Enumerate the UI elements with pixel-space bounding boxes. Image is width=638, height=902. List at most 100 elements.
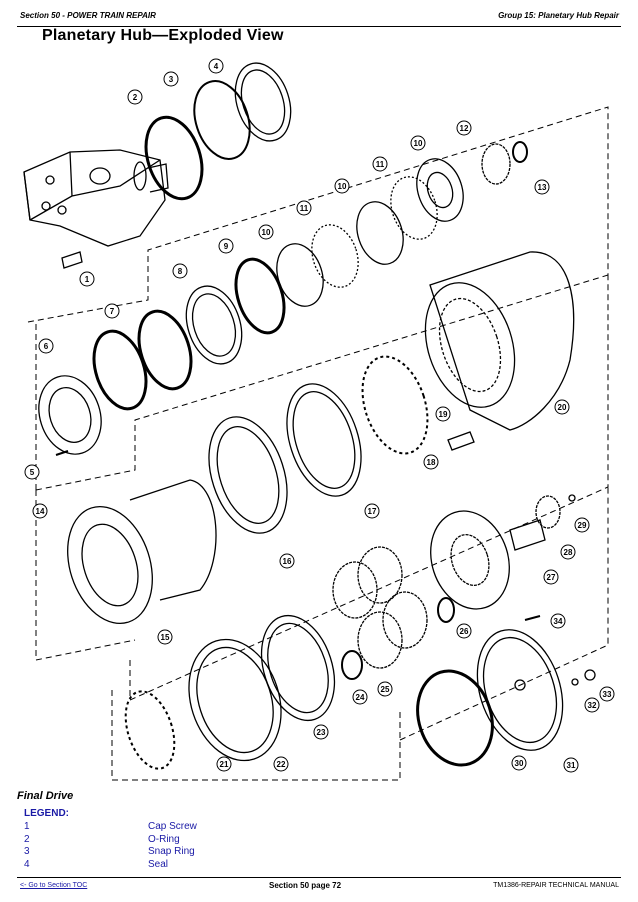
ring-23 <box>260 614 336 722</box>
callout: 4 <box>208 58 224 74</box>
screw-19 <box>447 431 475 451</box>
svg-text:21: 21 <box>220 760 229 769</box>
callout: 24 <box>352 689 368 705</box>
callout: 31 <box>563 757 579 773</box>
legend-number: 4 <box>24 858 30 870</box>
seal-4-inner <box>240 69 286 135</box>
o-ring-7b <box>137 309 193 391</box>
svg-text:5: 5 <box>30 468 35 477</box>
callout: 8 <box>172 263 188 279</box>
svg-text:2: 2 <box>133 93 138 102</box>
bearing-21 <box>124 690 176 770</box>
page-header: Section 50 - POWER TRAIN REPAIR Group 15… <box>17 8 621 27</box>
callout: 1 <box>79 271 95 287</box>
legend-description: O-Ring <box>148 833 180 845</box>
svg-text:33: 33 <box>603 690 612 699</box>
plug-33 <box>584 669 596 681</box>
callout: 6 <box>38 338 54 354</box>
callout: 20 <box>554 399 570 415</box>
o-ring-7a <box>92 329 148 411</box>
washer-32 <box>571 678 579 686</box>
manual-title: TM1386-REPAIR TECHNICAL MANUAL <box>493 882 619 889</box>
svg-text:32: 32 <box>588 701 597 710</box>
svg-text:24: 24 <box>356 693 365 702</box>
legend-description: Seal <box>148 858 169 870</box>
spindle-15 <box>67 505 153 625</box>
legend-item: 4 Seal <box>24 859 324 872</box>
callout: 33 <box>599 686 615 702</box>
callout: 17 <box>364 503 380 519</box>
svg-text:17: 17 <box>368 507 377 516</box>
page-footer: <- Go to Section TOC Section 50 page 72 … <box>17 877 621 894</box>
legend-item: 3 Snap Ring <box>24 846 324 859</box>
ring-26 <box>437 597 455 623</box>
bearing-18 <box>361 355 429 455</box>
callout: 10 <box>258 224 274 240</box>
legend-list: 1 Cap Screw 2 O-Ring 3 Snap Ring 4 Seal <box>24 821 324 871</box>
svg-text:34: 34 <box>554 617 563 626</box>
hydraulic-motor <box>23 149 169 269</box>
svg-text:29: 29 <box>578 521 587 530</box>
callout: 22 <box>273 756 289 772</box>
callout: 13 <box>534 179 550 195</box>
page-number: Section 50 page 72 <box>269 881 342 890</box>
svg-text:10: 10 <box>262 228 271 237</box>
svg-text:9: 9 <box>224 242 229 251</box>
svg-text:15: 15 <box>161 633 170 642</box>
svg-text:25: 25 <box>381 685 390 694</box>
plate-10c <box>276 243 324 307</box>
svg-text:18: 18 <box>427 458 436 467</box>
carrier-27 <box>430 510 510 610</box>
callout: 25 <box>377 681 393 697</box>
svg-text:22: 22 <box>277 760 286 769</box>
callout: 12 <box>456 120 472 136</box>
legend-description: Cap Screw <box>148 821 197 832</box>
snap-ring-3 <box>193 80 251 160</box>
callout: 29 <box>574 517 590 533</box>
callout: 15 <box>157 629 173 645</box>
svg-text:1: 1 <box>85 275 90 284</box>
svg-text:4: 4 <box>214 62 219 71</box>
ring-17 <box>286 383 362 497</box>
callout: 19 <box>435 406 451 422</box>
svg-text:28: 28 <box>564 548 573 557</box>
svg-text:10: 10 <box>414 139 423 148</box>
cover-31 <box>476 629 564 751</box>
legend-item: 1 Cap Screw <box>24 821 324 834</box>
callout: 10 <box>334 178 350 194</box>
callout: 5 <box>24 464 40 480</box>
o-ring-9 <box>234 257 286 335</box>
callout: 2 <box>127 89 143 105</box>
assembly-guide-lines <box>27 106 609 781</box>
callout: 9 <box>218 238 234 254</box>
callout: 28 <box>560 544 576 560</box>
svg-text:8: 8 <box>178 267 183 276</box>
svg-text:11: 11 <box>376 160 385 169</box>
callout: 32 <box>584 697 600 713</box>
callout: 27 <box>543 569 559 585</box>
callout: 3 <box>163 71 179 87</box>
section-toc-link[interactable]: <- Go to Section TOC <box>20 882 88 889</box>
callout: 21 <box>216 756 232 772</box>
plug-29 <box>568 494 576 502</box>
plate-10b <box>356 201 404 265</box>
washer-24 <box>341 650 363 680</box>
figure-caption: Final Drive <box>17 790 74 802</box>
callout: 16 <box>279 553 295 569</box>
group-title: Group 15: Planetary Hub Repair <box>498 11 619 20</box>
section-title: Section 50 - POWER TRAIN REPAIR <box>20 11 156 20</box>
callout: 30 <box>511 755 527 771</box>
callout: 11 <box>372 156 388 172</box>
legend-number: 2 <box>24 833 30 845</box>
svg-text:10: 10 <box>338 182 347 191</box>
svg-text:16: 16 <box>283 557 292 566</box>
legend-number: 3 <box>24 846 30 857</box>
page-title: Planetary Hub—Exploded View <box>42 27 284 44</box>
callout: 14 <box>32 503 48 519</box>
svg-text:20: 20 <box>558 403 567 412</box>
callout: 11 <box>296 200 312 216</box>
legend-title: LEGEND: <box>24 808 69 819</box>
svg-text:12: 12 <box>460 124 469 133</box>
screw-5 <box>55 450 69 456</box>
svg-text:11: 11 <box>300 204 309 213</box>
